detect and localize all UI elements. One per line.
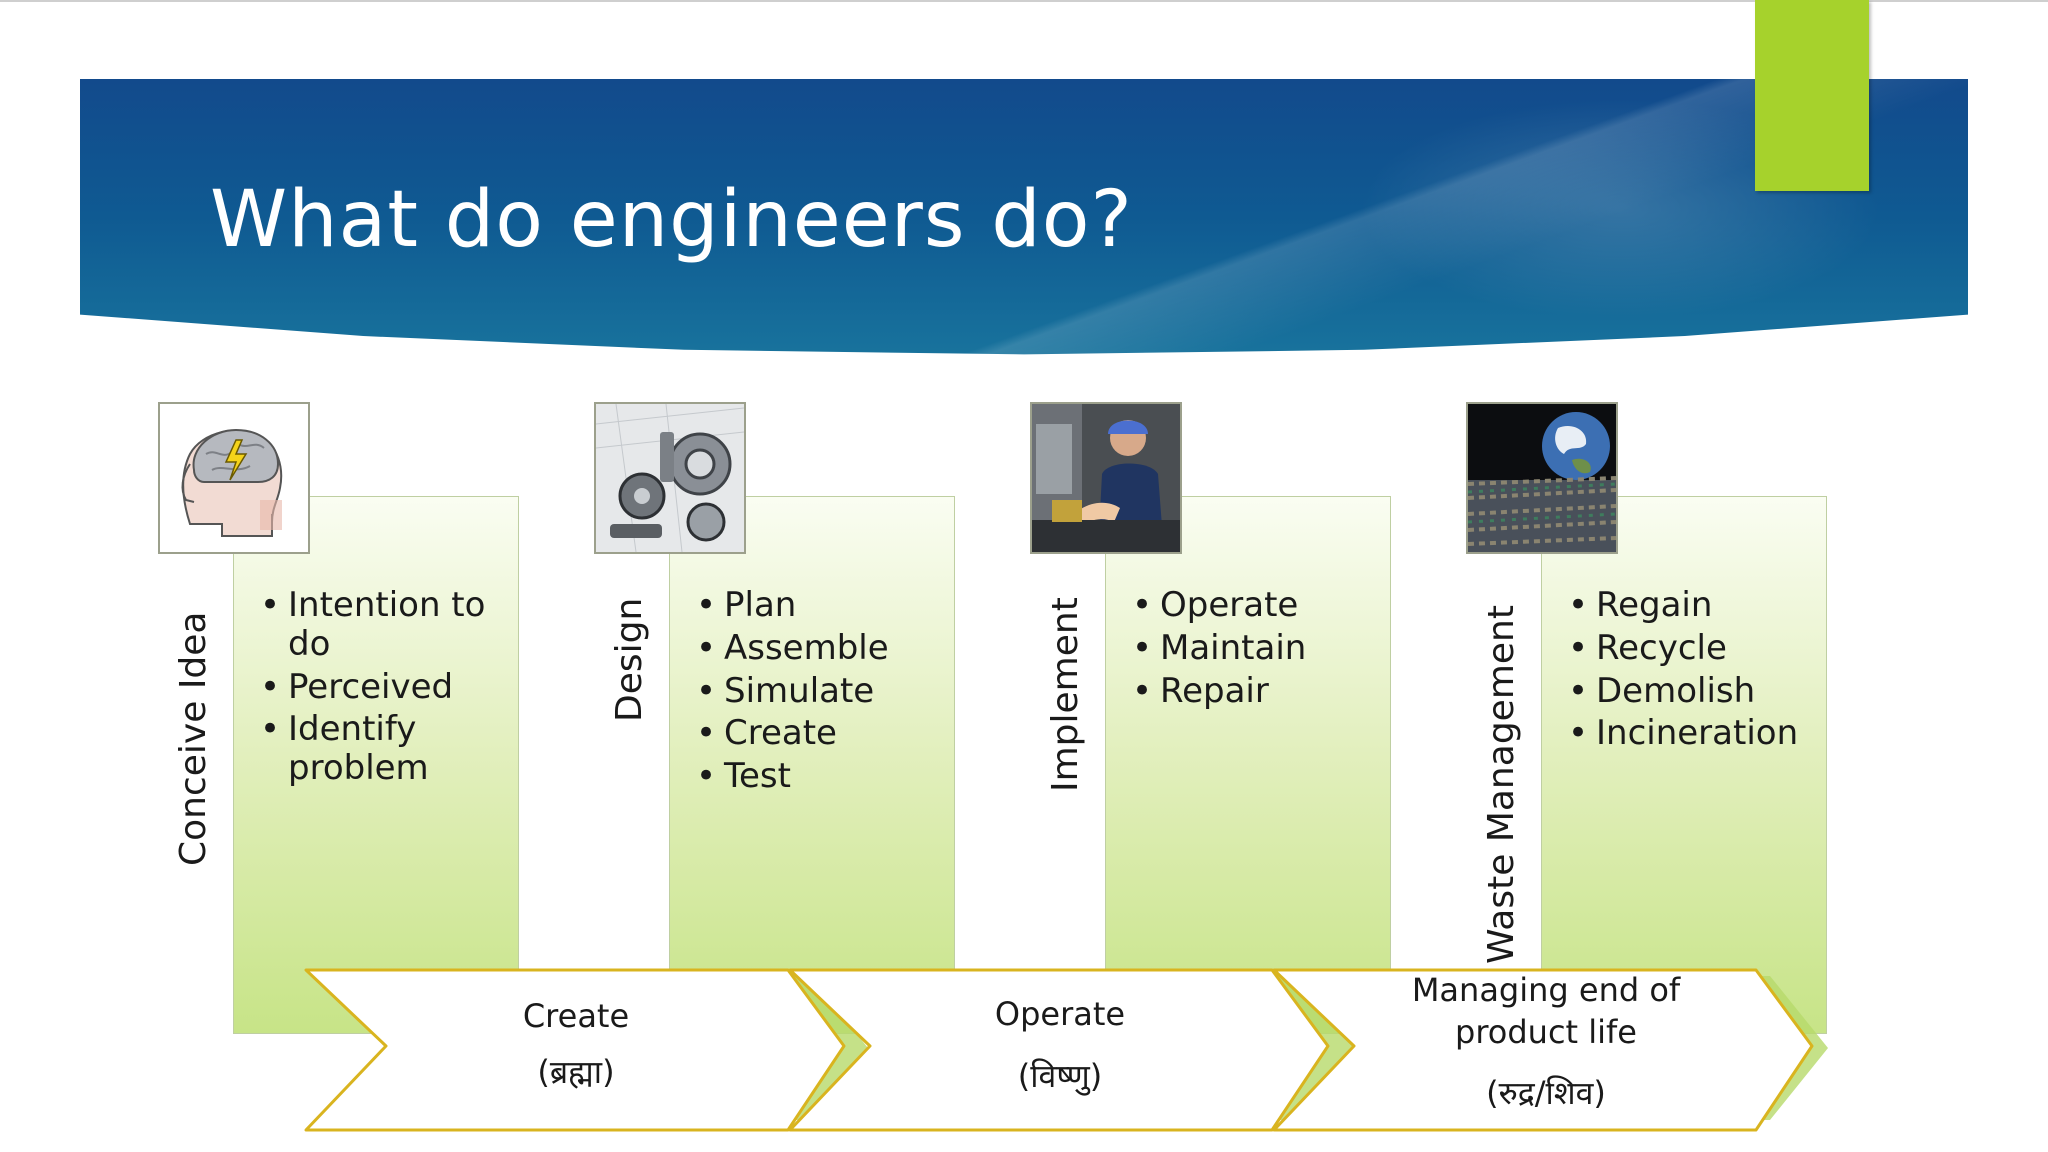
- list-item: Incineration: [1568, 714, 1818, 753]
- list-item: Perceived: [260, 667, 500, 707]
- list-item: Repair: [1132, 671, 1372, 711]
- worker-icon: [1030, 402, 1182, 554]
- phase-operate: Operate (विष्णु): [880, 994, 1240, 1097]
- phase-end-of-life: Managing end of product life (रुद्र/शिव): [1366, 970, 1726, 1115]
- list-item: Demolish: [1568, 671, 1818, 711]
- list-item: Recycle: [1568, 628, 1818, 668]
- bullet-list-waste: Regain Recycle Demolish Incineration: [1568, 586, 1818, 757]
- phase-deity: (विष्णु): [1017, 1056, 1103, 1095]
- list-item: Identify problem: [260, 710, 500, 788]
- phase-title: Operate: [994, 995, 1126, 1033]
- chevron-create: [304, 968, 846, 1132]
- list-item: Simulate: [696, 671, 936, 711]
- chevron-operate: [788, 968, 1330, 1132]
- bullet-list-conceive: Intention to do Perceived Identify probl…: [260, 586, 500, 792]
- bullet-list-implement: Operate Maintain Repair: [1132, 586, 1372, 714]
- machine-parts-icon: [594, 402, 746, 554]
- phase-deity: (रुद्र/शिव): [1486, 1074, 1606, 1113]
- phase-create: Create (ब्रह्मा): [396, 996, 756, 1093]
- phase-title: Create: [522, 997, 630, 1035]
- earth-over-waste-icon: [1466, 402, 1618, 554]
- list-item: Operate: [1132, 586, 1372, 625]
- list-item: Intention to do: [260, 586, 500, 664]
- phase-title: Managing end of product life: [1411, 971, 1681, 1051]
- list-item: Test: [696, 757, 936, 796]
- list-item: Maintain: [1132, 628, 1372, 668]
- banner-stripe: [80, 79, 1968, 355]
- phase-deity: (ब्रह्मा): [537, 1052, 615, 1091]
- brain-head-icon: [158, 402, 310, 554]
- list-item: Regain: [1568, 586, 1818, 625]
- page-title: What do engineers do?: [210, 175, 1133, 265]
- top-rule: [0, 0, 2048, 2]
- list-item: Plan: [696, 586, 936, 625]
- list-item: Assemble: [696, 628, 936, 668]
- accent-tab: [1755, 0, 1869, 191]
- bullet-list-design: Plan Assemble Simulate Create Test: [696, 586, 936, 800]
- chevron-end-of-life: [1272, 968, 1814, 1132]
- list-item: Create: [696, 714, 936, 753]
